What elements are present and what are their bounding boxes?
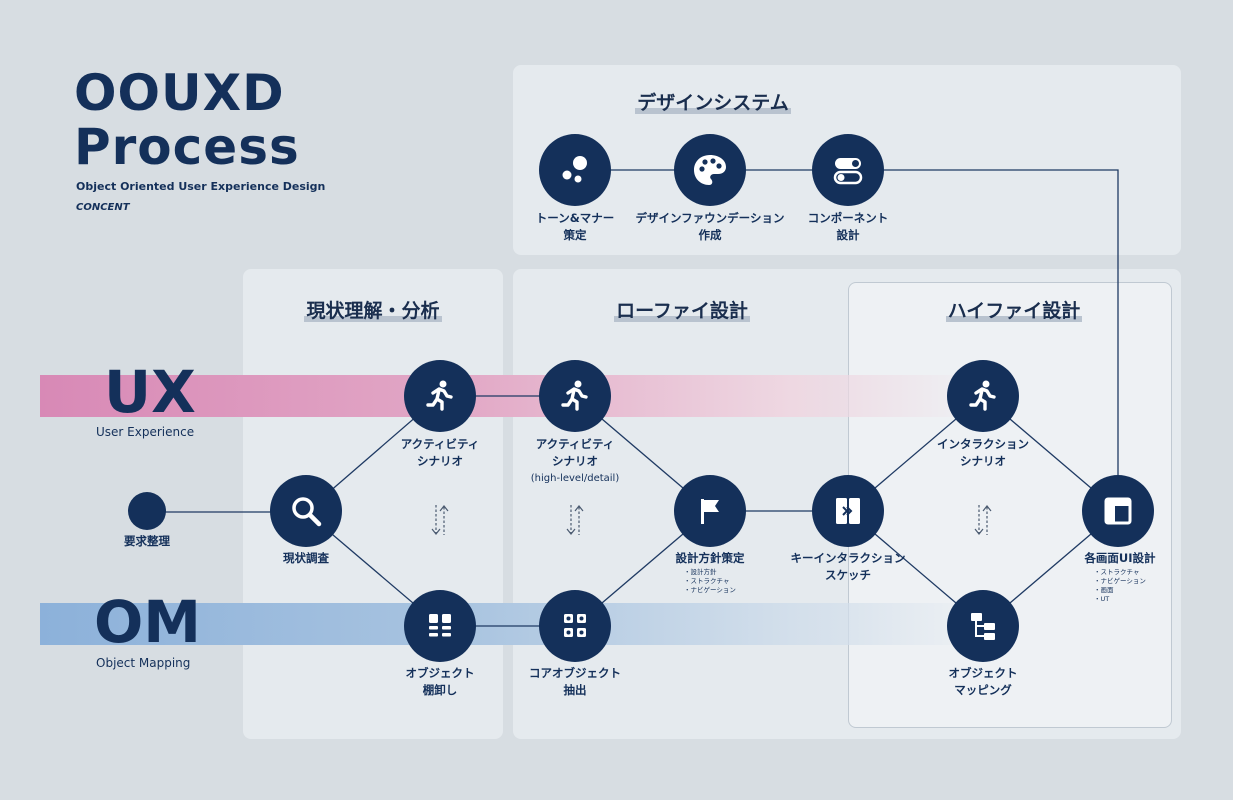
screen-ui-items: ストラクチャ ナビゲーション 画面 UT [1094, 568, 1146, 604]
om-band [40, 603, 980, 645]
section-title-current: 現状理解・分析 [304, 300, 442, 322]
key-interaction-node [812, 475, 884, 547]
list-item: UT [1094, 595, 1146, 604]
design-policy-items: 設計方針 ストラクチャ ナビゲーション [684, 568, 736, 595]
design-policy-label: 設計方針策定 [675, 551, 745, 565]
search-icon [292, 497, 322, 527]
running-person-icon [561, 380, 588, 411]
tone-label: トーン&マナー策定 [535, 211, 615, 242]
running-person-icon [426, 380, 453, 411]
object-grid-icon [564, 614, 586, 637]
tree-icon [971, 613, 995, 640]
requirements-label: 要求整理 [124, 534, 170, 548]
section-title-design-system: デザインシステム [635, 92, 791, 114]
survey-node [270, 475, 342, 547]
running-person-icon [969, 380, 996, 411]
component-label: コンポーネント設計 [807, 211, 889, 242]
grid-icon [429, 614, 451, 637]
object-mapping-label: オブジェクトマッピング [948, 666, 1018, 697]
swap-arrows-icon [566, 505, 584, 535]
survey-label: 現状調査 [283, 551, 329, 565]
key-interaction-label: キーインタラクションスケッチ [790, 551, 906, 582]
object-inventory-node [404, 590, 476, 662]
screen-ui-node [1082, 475, 1154, 547]
sketch-icon [836, 498, 860, 524]
activity-scenario-node-2 [539, 360, 611, 432]
palette-icon [694, 155, 726, 185]
ux-label: UX [104, 358, 196, 426]
core-object-label: コアオブジェクト抽出 [529, 666, 621, 697]
list-item: ストラクチャ [684, 577, 736, 586]
layout-icon [1104, 497, 1132, 525]
main-title-line1: OOUXD [74, 64, 285, 122]
bubbles-icon [562, 156, 587, 183]
om-label: OM [94, 588, 202, 656]
object-mapping-node [947, 590, 1019, 662]
list-item: 設計方針 [684, 568, 736, 577]
tone-node [539, 134, 611, 206]
object-inventory-label: オブジェクト棚卸し [405, 666, 475, 697]
activity-scenario-node-1 [404, 360, 476, 432]
activity-scenario-label-2: アクティビティシナリオ(high-level/detail) [530, 437, 620, 484]
list-item: 画面 [1094, 586, 1146, 595]
foundation-node [674, 134, 746, 206]
list-item: ナビゲーション [1094, 577, 1146, 586]
requirements-node [128, 492, 166, 530]
design-policy-node [674, 475, 746, 547]
list-item: ナビゲーション [684, 586, 736, 595]
swap-arrows-icon [431, 505, 449, 535]
interaction-scenario-label: インタラクションシナリオ [937, 437, 1029, 468]
toggle-icon [833, 158, 863, 185]
om-sublabel: Object Mapping [96, 656, 191, 670]
list-item: ストラクチャ [1094, 568, 1146, 577]
activity-scenario-label-1: アクティビティシナリオ [400, 437, 480, 468]
screen-ui-label: 各画面UI設計 [1084, 551, 1156, 565]
core-object-node [539, 590, 611, 662]
subtitle: Object Oriented User Experience Design [76, 180, 326, 193]
swap-arrows-icon [974, 505, 992, 535]
interaction-scenario-node [947, 360, 1019, 432]
section-title-lofi: ローファイ設計 [614, 300, 750, 322]
main-title-line2: Process [74, 118, 300, 176]
brand-logo: CONCENT [76, 202, 130, 213]
flag-icon [701, 499, 719, 524]
section-title-hifi: ハイファイ設計 [945, 300, 1083, 322]
component-node [812, 134, 884, 206]
foundation-label: デザインファウンデーション作成 [635, 211, 785, 242]
ux-sublabel: User Experience [96, 425, 195, 439]
